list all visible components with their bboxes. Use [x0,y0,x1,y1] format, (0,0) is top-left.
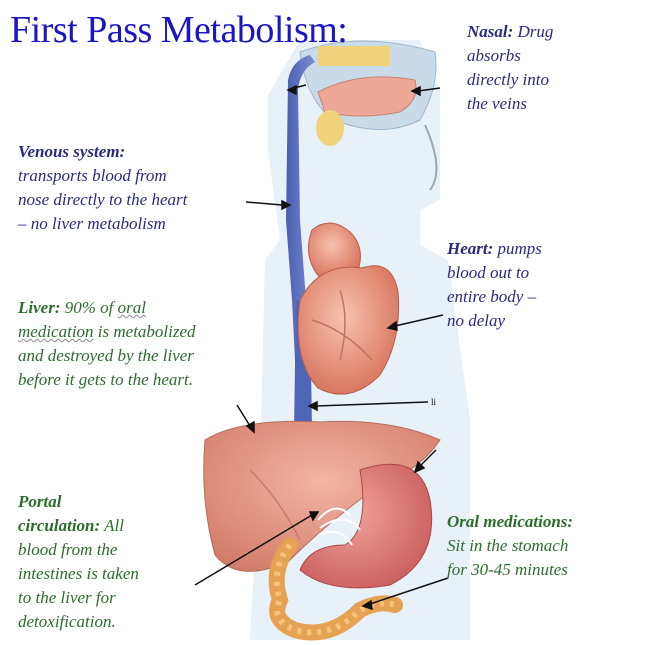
portal-heading: circulation: [18,516,100,535]
heart-heading: Heart: [447,239,493,258]
heart-note: Heart: pumps blood out to entire body – … [447,237,542,333]
heart-line: entire body – [447,287,536,306]
portal-line: All [100,516,124,535]
venous-line: – no liver metabolism [18,214,166,233]
nasal-heading: Nasal: [467,22,513,41]
liver-text: is metabolized [94,322,196,341]
liver-note: Liver: 90% of oral medication is metabol… [18,296,196,392]
heart-line: blood out to [447,263,529,282]
venous-heading: Venous system: [18,142,125,161]
nasal-line: Drug [513,22,553,41]
nasal-line: absorbs [467,46,521,65]
portal-line: intestines is taken [18,564,139,583]
portal-note: Portal circulation: All blood from the i… [18,490,139,634]
oral-line: Sit in the stomach [447,536,568,555]
liver-line: and destroyed by the liver [18,346,194,365]
portal-line: detoxification. [18,612,116,631]
nasal-line: the veins [467,94,527,113]
nasal-yellow-lobe [316,110,344,146]
portal-heading: Portal [18,492,61,511]
oral-heading: Oral medications: [447,512,573,531]
liver-oral: oral [118,298,146,317]
stray-label: li [431,397,436,407]
nasal-note: Nasal: Drug absorbs directly into the ve… [467,20,553,116]
venous-line: nose directly to the heart [18,190,187,209]
heart-line: pumps [493,239,542,258]
liver-text: 90% of [60,298,117,317]
portal-line: to the liver for [18,588,116,607]
liver-line: before it gets to the heart. [18,370,193,389]
venous-line: transports blood from [18,166,167,185]
liver-heading: Liver: [18,298,60,317]
nasal-line: directly into [467,70,549,89]
page-title: First Pass Metabolism: [10,8,347,52]
portal-line: blood from the [18,540,117,559]
liver-medication: medication [18,322,94,341]
oral-note: Oral medications: Sit in the stomach for… [447,510,573,582]
venous-note: Venous system: transports blood from nos… [18,140,187,236]
heart-line: no delay [447,311,505,330]
oral-line: for 30-45 minutes [447,560,568,579]
